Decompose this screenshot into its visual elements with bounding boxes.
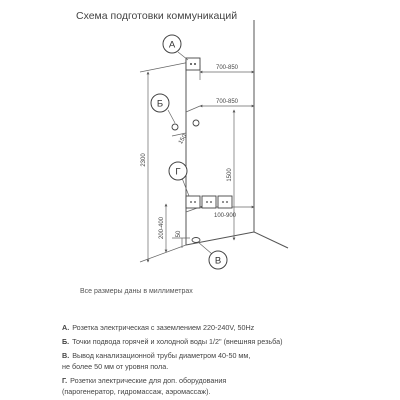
legend-key: Б.	[62, 337, 70, 346]
drain-pipe	[191, 237, 201, 243]
marker-a-circle	[162, 34, 182, 54]
socket-g-box	[185, 195, 201, 209]
dim-label-b: 700-850	[216, 99, 239, 105]
leader-b	[167, 109, 176, 124]
socket-pin	[222, 201, 224, 203]
dim-label-g: 100-900	[214, 213, 237, 219]
legend-item-v: В.Вывод канализационной трубы диаметром …	[62, 350, 392, 372]
dimension-labels: 2300 700-850 700-850 150 1500 100-900 20…	[141, 65, 239, 239]
dimension-lines	[139, 61, 255, 263]
marker-v-label: В	[215, 256, 221, 267]
socket-g-box	[201, 195, 217, 209]
marker-g: Г	[168, 161, 188, 181]
dim-label-height-g: 200-400	[159, 216, 165, 239]
socket-a-pin	[190, 63, 192, 65]
dim-ext-top	[139, 61, 191, 73]
dim-ext-b	[185, 105, 201, 113]
socket-g-box	[217, 195, 233, 209]
marker-b-circle	[150, 93, 170, 113]
socket-pin	[194, 201, 196, 203]
drain-v	[191, 237, 201, 243]
legend-text: Розетки электрические для доп. оборудова…	[62, 376, 227, 396]
socket-a-pin	[194, 63, 196, 65]
dim-label-a: 700-850	[216, 65, 239, 71]
dim-label-spacing: 150	[178, 133, 189, 145]
legend-text: Точки подвода горячей и холодной воды 1/…	[72, 337, 283, 346]
marker-a: А	[162, 34, 182, 54]
dim-label-height-b: 1500	[227, 168, 233, 182]
leader-v	[197, 241, 213, 255]
socket-a-box	[185, 57, 201, 71]
leader-a	[177, 51, 189, 61]
leader-g	[181, 177, 190, 197]
socket-pin	[190, 201, 192, 203]
water-point-hot	[171, 123, 179, 131]
dim-line-spacing	[171, 132, 187, 137]
dim-ext-bottom	[139, 244, 187, 263]
socket-pin	[226, 201, 228, 203]
socket-pin	[206, 201, 208, 203]
marker-a-label: А	[169, 40, 176, 51]
units-note: Все размеры даны в миллиметрах	[80, 288, 193, 295]
socket-a	[185, 57, 201, 71]
dim-label-drain: 50	[176, 230, 182, 237]
marker-b-label: Б	[157, 99, 163, 110]
marker-v-circle	[208, 250, 228, 270]
legend-key: В.	[62, 351, 70, 360]
legend-text: Розетка электрическая с заземлением 220-…	[72, 323, 255, 332]
socket-pin	[210, 201, 212, 203]
legend-item-b: Б.Точки подвода горячей и холодной воды …	[62, 336, 392, 347]
floor-right-line	[253, 231, 289, 249]
legend-item-g: Г.Розетки электрические для доп. оборудо…	[62, 375, 392, 397]
dim-label-total-height: 2300	[141, 153, 147, 167]
legend-list: А.Розетка электрическая с заземлением 22…	[62, 322, 392, 400]
marker-g-circle	[168, 161, 188, 181]
sockets-g	[185, 195, 233, 209]
legend-key: Г.	[62, 376, 68, 385]
water-point-cold	[192, 119, 200, 127]
marker-g-label: Г	[175, 167, 180, 178]
legend-key: А.	[62, 323, 70, 332]
leader-lines	[167, 51, 213, 255]
legend-text: Вывод канализационной трубы диаметром 40…	[62, 351, 251, 371]
diagram-title: Схема подготовки коммуникаций	[76, 10, 238, 22]
walls	[185, 20, 289, 249]
marker-b: Б	[150, 93, 170, 113]
communications-diagram: А Б Г В 2300 700-850 700-850 150 1500 10…	[139, 20, 289, 270]
water-points-b	[171, 119, 200, 131]
legend-item-a: А.Розетка электрическая с заземлением 22…	[62, 322, 392, 333]
marker-v: В	[208, 250, 228, 270]
